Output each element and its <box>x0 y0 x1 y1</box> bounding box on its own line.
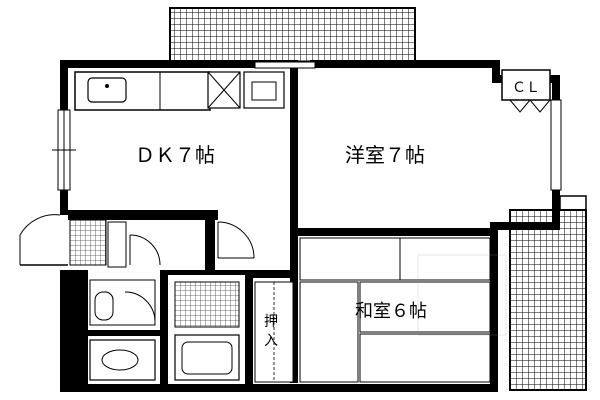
window-left <box>52 109 76 191</box>
room-label-oshiire-1: 押 <box>264 314 278 330</box>
washer-space <box>207 71 241 109</box>
washbasin <box>89 339 156 381</box>
room-label-oshiire-2: 入 <box>264 333 278 349</box>
balcony-top <box>169 7 416 63</box>
watermark-logo <box>417 254 507 336</box>
room-label-dk: ＤＫ７帖 <box>135 143 215 167</box>
entrance <box>19 214 161 268</box>
oshiire-closet <box>254 281 294 383</box>
interior-walls <box>80 60 495 385</box>
room-label-yoshitsu: 洋室７帖 <box>345 143 425 167</box>
refrigerator-space <box>243 71 285 109</box>
balcony-right <box>509 195 587 391</box>
room-label-closet: ＣＬ <box>512 80 540 96</box>
toilet-room <box>89 279 156 326</box>
door-dk <box>217 221 255 259</box>
bathroom <box>174 281 240 381</box>
kitchen-counter <box>74 71 211 111</box>
tatami-mats <box>299 237 491 383</box>
window-top <box>254 61 316 69</box>
closet-cl <box>501 69 551 113</box>
room-label-washitsu: 和室６帖 <box>355 301 427 322</box>
window-right <box>550 99 562 191</box>
